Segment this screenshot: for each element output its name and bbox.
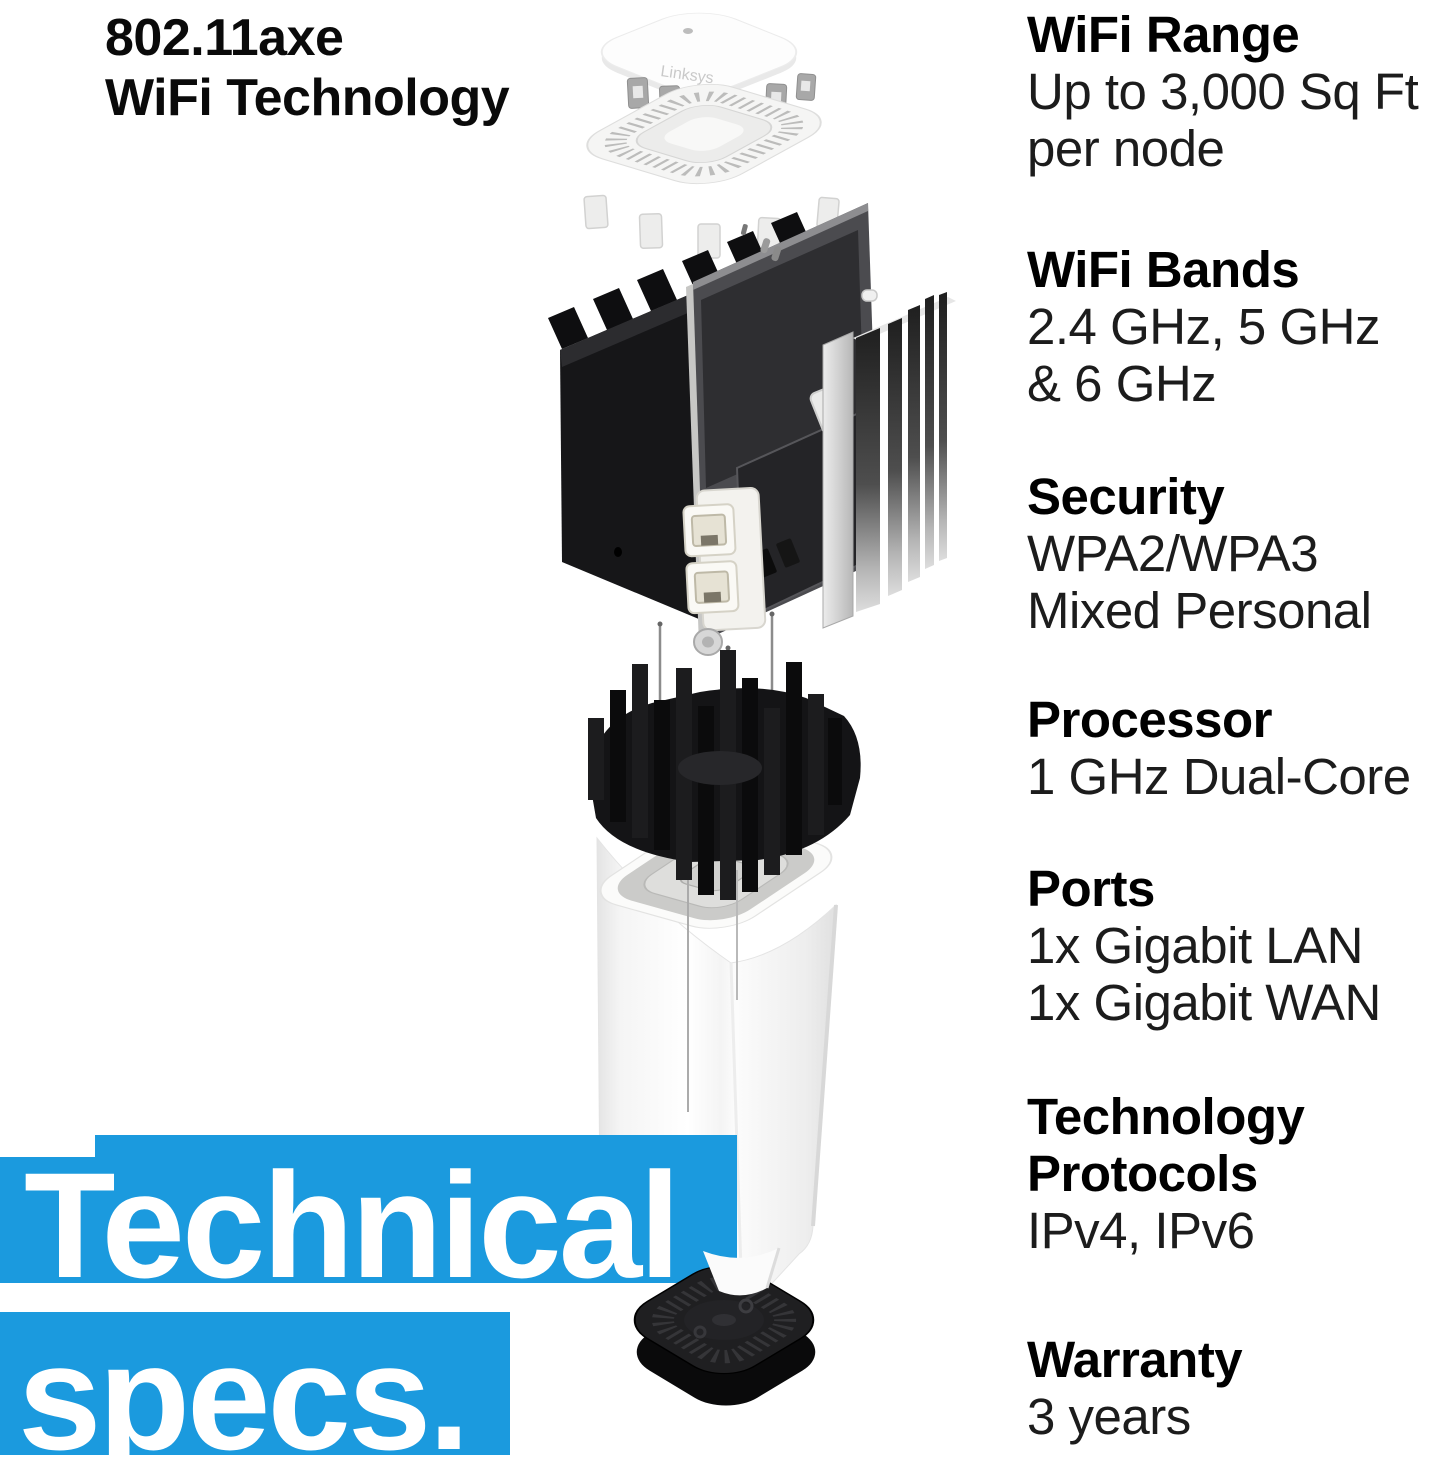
spec-title: Ports [1027,860,1155,917]
banner-word-specs: specs. [18,1313,470,1481]
spec-security: Security WPA2/WPA3 Mixed Personal [1027,468,1445,639]
spec-value: & 6 GHz [1027,355,1217,412]
vent-ring [583,83,840,259]
spec-title: Technology Protocols [1027,1088,1305,1202]
lid-hole [683,28,693,34]
spec-value: Up to 3,000 Sq Ft [1027,63,1419,120]
spec-wifi-bands: WiFi Bands 2.4 GHz, 5 GHz & 6 GHz [1027,241,1445,412]
spec-value: 1 GHz Dual-Core [1027,748,1411,805]
banner-word-technical: Technical [24,1141,681,1309]
spec-title: WiFi Bands [1027,241,1300,298]
spec-technology-protocols: Technology Protocols IPv4, IPv6 [1027,1088,1445,1259]
spec-processor: Processor 1 GHz Dual-Core [1027,691,1445,805]
lid-clips [626,73,817,130]
main-board-assembly [548,203,956,656]
headline-line1: 802.11axe [105,9,344,67]
spec-title: Warranty [1027,1331,1243,1388]
spec-value: 3 years [1027,1388,1191,1445]
lid-logo: Linksys [659,63,714,87]
spec-value: IPv4, IPv6 [1027,1202,1255,1259]
headline-line2: WiFi Technology [105,69,510,127]
spec-value: 1x Gigabit WAN [1027,974,1381,1031]
spec-value: per node [1027,120,1225,177]
spec-value: 1x Gigabit LAN [1027,917,1364,974]
router-lid: Linksys [600,12,798,97]
heatsink-right [822,289,956,629]
headline: 802.11axe WiFi Technology [105,8,510,128]
antenna-wires [657,611,775,800]
antenna-module [588,611,861,900]
tower-opening [599,819,833,929]
specs-banner [0,1312,510,1455]
spec-ports: Ports 1x Gigabit LAN 1x Gigabit WAN [1027,860,1445,1031]
ethernet-ports [682,487,767,632]
spec-value: Mixed Personal [1027,582,1372,639]
antenna-fins [588,650,842,900]
spec-title: Security [1027,468,1225,525]
spec-value: WPA2/WPA3 [1027,525,1319,582]
spec-warranty: Warranty 3 years [1027,1331,1445,1445]
spec-value: 2.4 GHz, 5 GHz [1027,298,1380,355]
standoff-screw [693,628,723,656]
spec-title: Processor [1027,691,1272,748]
spec-wifi-range: WiFi Range Up to 3,000 Sq Ft per node [1027,6,1445,177]
spec-title: WiFi Range [1027,6,1300,63]
circuit-board [686,203,880,646]
heatsink-left [548,212,830,622]
